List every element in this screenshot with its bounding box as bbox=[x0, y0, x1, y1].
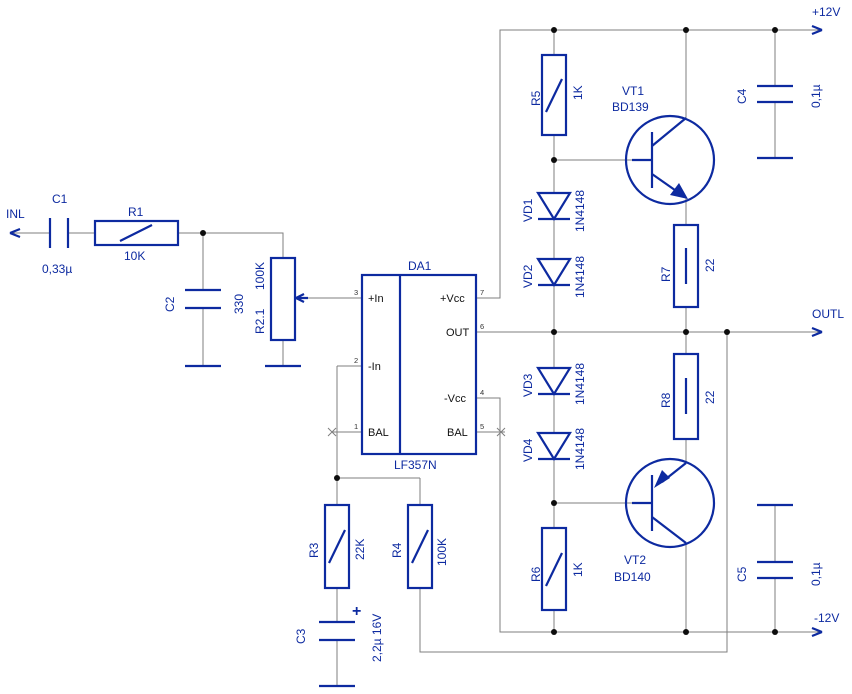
da1-part: LF357N bbox=[394, 458, 437, 472]
r1-value: 10K bbox=[124, 249, 145, 263]
junction-dot bbox=[772, 27, 778, 33]
c5-ref: C5 bbox=[735, 566, 749, 582]
wires bbox=[10, 29, 822, 686]
vd4-ref: VD4 bbox=[521, 438, 535, 462]
c3-polarity-mark: + bbox=[352, 603, 361, 620]
potentiometer-r21: R2.1 100K bbox=[253, 256, 308, 342]
pin3-name: +In bbox=[368, 293, 384, 305]
ground-symbols bbox=[185, 156, 793, 688]
junctions bbox=[200, 27, 778, 635]
diode-vd2: VD2 1N4148 bbox=[521, 256, 587, 298]
r4-ref: R4 bbox=[390, 542, 404, 558]
junction-dot bbox=[200, 230, 206, 236]
vt2-part: BD140 bbox=[614, 570, 651, 584]
diode-vd3: VD3 1N4148 bbox=[521, 363, 587, 405]
no-connect-marks bbox=[327, 427, 506, 437]
junction-dot bbox=[551, 157, 557, 163]
junction-dot bbox=[551, 329, 557, 335]
pin7-number: 7 bbox=[480, 288, 484, 297]
vd3-part: 1N4148 bbox=[573, 363, 587, 405]
vd1-part: 1N4148 bbox=[573, 190, 587, 232]
resistor-r3: R3 22K bbox=[307, 503, 367, 590]
r3-value: 22K bbox=[353, 539, 367, 560]
transistor-vt1: VT1 BD139 bbox=[612, 84, 716, 206]
junction-dot bbox=[551, 500, 557, 506]
resistor-r7: R7 22 bbox=[659, 223, 717, 309]
r5-ref: R5 bbox=[529, 90, 543, 106]
pin4-number: 4 bbox=[480, 388, 484, 397]
r6-value: 1K bbox=[571, 562, 585, 577]
pin5-number: 5 bbox=[480, 422, 484, 431]
da1-ref: DA1 bbox=[408, 259, 432, 273]
opamp-da1: DA1 LF357N 3 +In 2 -In 1 BAL 7 +Vcc 6 OU… bbox=[354, 259, 484, 472]
capacitor-c3: + C3 2,2µ 16V bbox=[294, 603, 384, 662]
pin6-name: OUT bbox=[446, 327, 470, 339]
resistor-r1: R1 10K bbox=[93, 205, 180, 263]
vneg-net-label: -12V bbox=[814, 611, 839, 625]
diode-vd1: VD1 1N4148 bbox=[521, 190, 587, 232]
pin1-number: 1 bbox=[354, 422, 358, 431]
vt2-ref: VT2 bbox=[624, 553, 646, 567]
r8-value: 22 bbox=[703, 390, 717, 404]
vt1-part: BD139 bbox=[612, 100, 649, 114]
vd1-ref: VD1 bbox=[521, 198, 535, 222]
capacitor-c2: C2 330 bbox=[163, 288, 246, 314]
r21-value: 100K bbox=[253, 262, 267, 290]
c4-ref: C4 bbox=[735, 88, 749, 104]
c2-ref: C2 bbox=[163, 296, 177, 312]
junction-dot bbox=[724, 329, 730, 335]
r7-ref: R7 bbox=[659, 266, 673, 282]
r5-value: 1K bbox=[571, 85, 585, 100]
resistor-r8: R8 22 bbox=[659, 352, 717, 441]
c3-ref: C3 bbox=[294, 628, 308, 644]
junction-dot bbox=[551, 27, 557, 33]
r3-ref: R3 bbox=[307, 542, 321, 558]
pin1-name: BAL bbox=[368, 427, 389, 439]
capacitor-c1: C1 0,33µ bbox=[42, 192, 72, 276]
c2-value: 330 bbox=[232, 294, 246, 314]
c3-value: 2,2µ 16V bbox=[370, 614, 384, 662]
diode-vd4: VD4 1N4148 bbox=[521, 428, 587, 470]
resistor-r6: R6 1K bbox=[529, 526, 585, 612]
r7-value: 22 bbox=[703, 258, 717, 272]
vd3-ref: VD3 bbox=[521, 373, 535, 397]
junction-dot bbox=[334, 475, 340, 481]
pin4-name: -Vcc bbox=[444, 393, 467, 405]
transistor-vt2: VT2 BD140 bbox=[614, 457, 716, 584]
pin2-name: -In bbox=[368, 361, 381, 373]
junction-dot bbox=[551, 629, 557, 635]
pin3-number: 3 bbox=[354, 288, 358, 297]
vd4-part: 1N4148 bbox=[573, 428, 587, 470]
junction-dot bbox=[683, 329, 689, 335]
resistor-r4: R4 100K bbox=[390, 503, 449, 590]
vd2-part: 1N4148 bbox=[573, 256, 587, 298]
c4-value: 0,1µ bbox=[809, 84, 823, 108]
r21-ref: R2.1 bbox=[253, 308, 267, 334]
c1-ref: C1 bbox=[52, 192, 68, 206]
r1-ref: R1 bbox=[128, 205, 144, 219]
r6-ref: R6 bbox=[529, 566, 543, 582]
junction-dot bbox=[683, 629, 689, 635]
junction-dot bbox=[772, 629, 778, 635]
c1-value: 0,33µ bbox=[42, 262, 72, 276]
vt1-ref: VT1 bbox=[622, 84, 644, 98]
c5-value: 0,1µ bbox=[809, 562, 823, 586]
vpos-net-label: +12V bbox=[812, 5, 840, 19]
output-net-label: OUTL bbox=[812, 307, 844, 321]
input-net-label: INL bbox=[6, 207, 25, 221]
vd2-ref: VD2 bbox=[521, 264, 535, 288]
capacitor-c5: C5 0,1µ bbox=[735, 560, 823, 586]
pin2-number: 2 bbox=[354, 356, 358, 365]
pin5-name: BAL bbox=[447, 427, 468, 439]
pin7-name: +Vcc bbox=[440, 293, 465, 305]
resistor-r5: R5 1K bbox=[529, 53, 585, 137]
junction-dot bbox=[683, 27, 689, 33]
capacitor-c4: C4 0,1µ bbox=[735, 84, 823, 108]
r4-value: 100K bbox=[435, 538, 449, 566]
net-ports: INL +12V OUTL -12V bbox=[6, 5, 844, 638]
pin6-number: 6 bbox=[480, 322, 484, 331]
r8-ref: R8 bbox=[659, 392, 673, 408]
